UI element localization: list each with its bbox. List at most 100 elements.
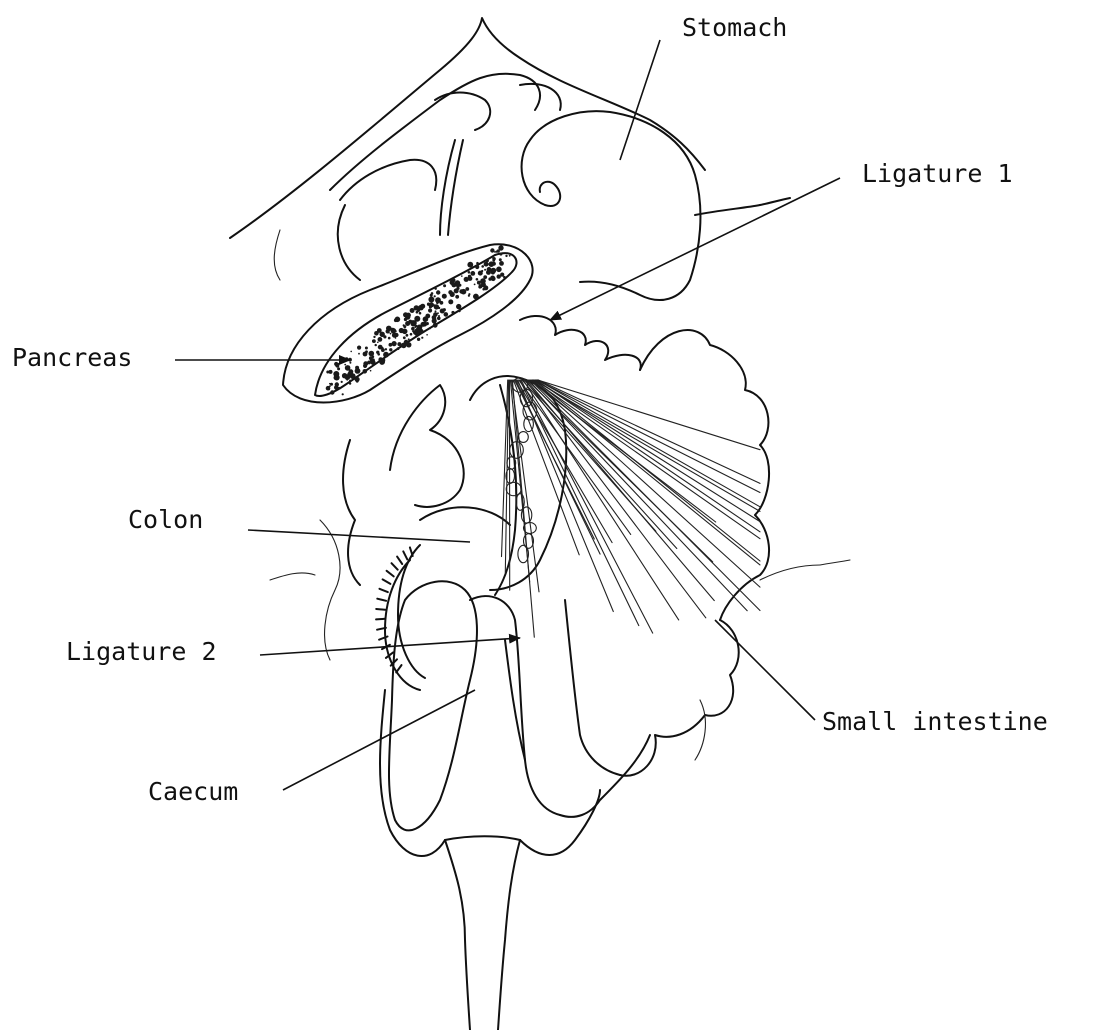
lymph-node [524,416,534,431]
pancreas-speck [435,310,437,312]
pancreas-speck [454,288,459,293]
pancreas-speck [341,381,343,383]
pancreas-speck [349,362,351,364]
pancreas-speck [392,333,397,338]
pancreas-speck [413,330,418,335]
pancreas-speck [372,340,374,342]
pancreas-speck [410,339,412,341]
pancreas-speck [484,269,486,271]
pancreas-speck [433,312,438,317]
pancreas-speck [410,333,413,336]
pancreas-speck [419,312,422,315]
pancreas-speck [374,331,379,336]
stomach-leader [620,40,660,160]
pancreas-speck [448,299,453,304]
pancreas-speck [397,347,400,350]
pancreas-speck [422,323,425,326]
pancreas-speck [431,292,434,295]
pancreas-speck [435,288,437,290]
pancreas-speck [476,262,479,265]
caecum-leader [283,690,475,790]
pancreas-speck [417,338,420,341]
pancreas-speck [428,308,432,312]
pancreas-speck [395,317,401,323]
pancreas-speck [448,290,452,294]
pancreas-speck [432,316,436,320]
pancreas-speck [408,338,410,340]
pancreas-speck [358,353,360,355]
small-intestine-label: Small intestine [822,707,1048,736]
pancreas-speck [386,329,390,333]
pancreas-speck [411,327,415,331]
pancreas-speck [329,370,333,374]
pancreas-speck [365,347,368,350]
pancreas-speck [491,271,495,275]
pancreas-speck [377,342,379,344]
mesentery-line [536,380,760,532]
pancreas-speck [357,346,361,350]
pancreas-speck [399,328,404,333]
pancreas-speck [375,344,377,346]
pancreas-speck [475,265,479,269]
pancreas-speck [496,267,502,273]
pancreas-speck [417,325,423,331]
pancreas-speck [481,270,483,272]
pancreas-speck [404,340,409,345]
ribcage-outline [230,18,705,280]
pancreas-speck [464,277,469,282]
pancreas-speck [405,321,410,326]
pancreas-speck [363,369,368,374]
pancreas-speck [495,251,497,253]
pancreas-speck [486,270,491,275]
ligature2-label: Ligature 2 [66,637,217,666]
pancreas-speck [492,259,495,262]
pancreas-speck [378,337,383,342]
pancreas-speck [392,341,397,346]
pancreas-speck [350,351,352,353]
pancreas-speck [355,366,359,370]
pancreas-speck [499,261,504,266]
pancreas-speck [329,385,331,387]
pancreas-speck [421,337,423,339]
pancreas-speck [342,393,344,395]
pancreas-speck [349,382,351,384]
pancreas-speck [383,352,389,358]
pancreas-speck [490,248,494,252]
lower-body-outline [270,520,850,1030]
pancreas-speck [436,290,440,294]
pancreas-label: Pancreas [12,343,132,372]
pancreas-speck [429,305,432,308]
mesentery-vessels [502,380,761,637]
pancreas-speck [406,334,409,337]
pancreas-speck [414,305,419,310]
pancreas-speck [367,361,371,365]
pancreas-speck [426,322,429,325]
colon-label: Colon [128,505,203,534]
pancreas-speck [437,317,441,321]
pancreas-speck [442,294,447,299]
pancreas-speck [423,316,429,322]
pancreas-speck [370,370,372,372]
pancreas-speck [443,284,446,287]
pancreas-speck [337,367,340,370]
pancreas-speck [403,336,406,339]
pancreas-speck [437,312,439,314]
pancreas-speck [390,333,392,335]
pancreas-speck [371,360,376,365]
pancreas-speck [404,318,407,321]
haustrum-mark [397,557,402,564]
pancreas-speck [334,376,338,380]
pancreas-speck [365,350,368,353]
pancreas-speck [426,334,428,336]
pancreas-speck [376,351,379,354]
pancreas-speck [468,295,470,297]
pancreas-speck [483,275,487,279]
haustrum-mark [377,599,386,601]
pancreas-speck [500,273,504,277]
ligature1-leader [550,178,840,320]
pancreas-speck [428,297,434,303]
mesentery-line [538,380,760,450]
pancreas-speck [467,262,473,268]
pancreas-speck [484,262,489,267]
pancreas-speck [385,348,387,350]
